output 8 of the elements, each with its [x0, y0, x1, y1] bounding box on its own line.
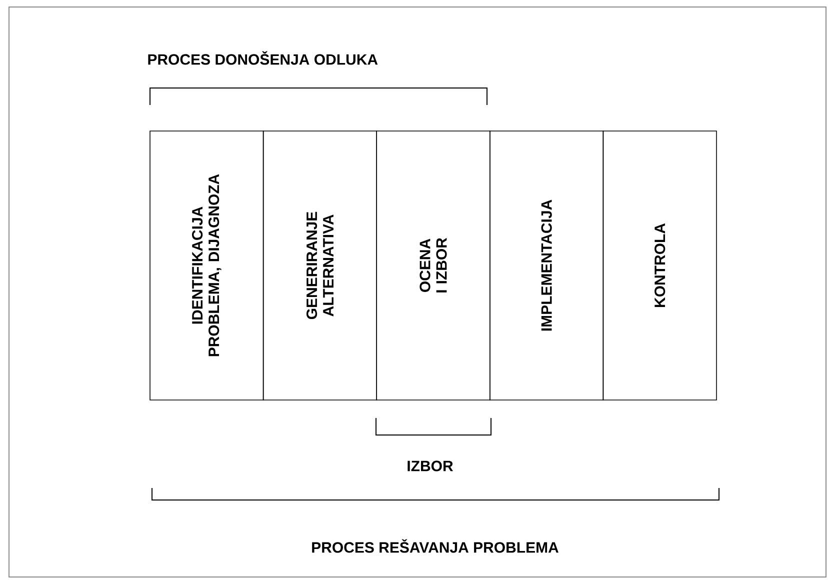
stage-box: OCENA I IZBOR	[376, 130, 490, 400]
stage-box: KONTROLA	[602, 130, 717, 400]
stage-box: IMPLEMENTACIJA	[490, 130, 604, 400]
bracket-label: PROCES DONOŠENJA ODLUKA	[148, 51, 378, 65]
bracket-label: PROCES REŠAVANJA PROBLEMA	[312, 539, 558, 553]
stage-box: GENERIRANJE ALTERNATIVA	[262, 130, 377, 400]
bracket-label: IZBOR	[408, 460, 454, 472]
stage-box: IDENTIFIKACIJA PROBLEMA, DIJAGNOZA	[150, 130, 264, 400]
